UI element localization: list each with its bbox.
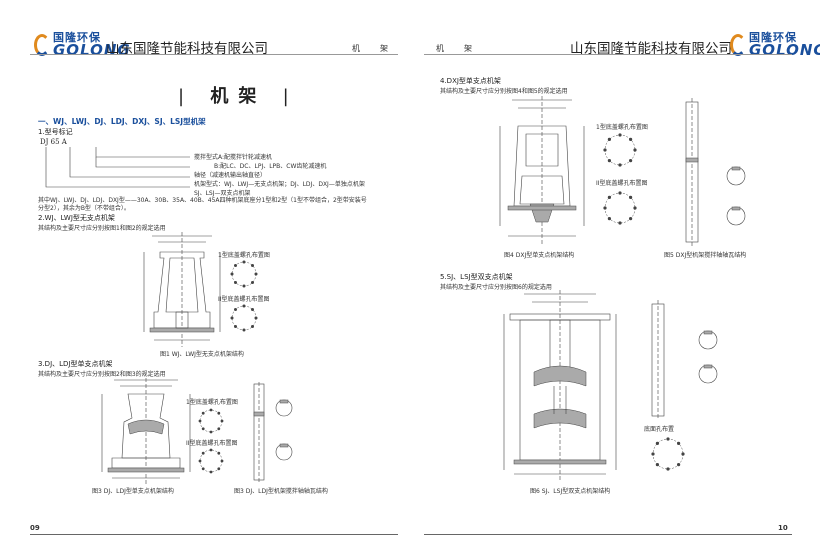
figure-dxj-frame xyxy=(499,96,585,246)
fig6-caption: 图6 SJ、LSJ型双支点机架结构 xyxy=(530,488,611,495)
fig5-caption: 图5 DXJ型机架搅拌轴轴瓦结构 xyxy=(664,252,747,259)
subheading-dxj: 4.DXJ型单支点机架 xyxy=(440,77,501,85)
fig3-caption: 图3 DJ、LDJ型单支点机架结构 xyxy=(92,488,174,495)
figure-wj-frame xyxy=(143,232,221,347)
dxj-note: 其结构及主要尺寸应分别按图4和图5的规定选用 xyxy=(440,88,568,95)
hole-label-wj-1: 1型底盖螺孔布置图 xyxy=(218,252,270,259)
subheading-model: 1.型号标记 xyxy=(38,128,73,136)
bolt-circle-sj xyxy=(651,437,685,471)
figure-dxj-shaft xyxy=(685,98,746,246)
subheading-sj: 5.SJ、LSJ型双支点机架 xyxy=(440,273,513,281)
logo-swoosh-icon xyxy=(730,34,746,56)
section-heading: 一、WJ、LWJ、DJ、LDJ、DXJ、SJ、LSJ型机架 xyxy=(38,117,206,126)
hole-label-sj: 底面孔布置 xyxy=(644,426,675,433)
subheading-dj: 3.DJ、LDJ型单支点机架 xyxy=(38,360,113,368)
subheading-wj: 2.WJ、LWJ型无支点机架 xyxy=(38,214,115,222)
bolt-circle-wj-2 xyxy=(230,304,258,332)
figure-sj-frame xyxy=(503,290,617,482)
legend-item-2: B:配LC、DC、LPJ、LPB、CW齿轮减速机 xyxy=(214,163,327,170)
page-title: | 机架 | xyxy=(178,86,299,107)
hole-label-dxj-1: 1型底盖螺孔布置图 xyxy=(596,124,648,131)
hole-label-dxj-2: II型底盖螺孔布置图 xyxy=(596,180,648,187)
section-header-right: 机 架 xyxy=(436,44,478,53)
figure-sj-shaft xyxy=(651,300,718,420)
page-number-left: 09 xyxy=(30,524,40,532)
hole-label-dj-1: 1型底盖螺孔布置图 xyxy=(186,399,238,406)
logo-en: GOLONG xyxy=(749,41,820,59)
bolt-circle-wj-1 xyxy=(230,260,258,288)
model-code-leaders xyxy=(45,147,190,188)
fig1-caption: 图1 WJ、LWJ型无支点机架结构 xyxy=(160,351,244,358)
model-note: 其中WJ、LWJ、DJ、LDJ、DXJ型——30A、30B、35A、40B、45… xyxy=(38,197,367,212)
figure-dj-shaft xyxy=(253,382,293,482)
logo-cn: 国隆环保 xyxy=(749,31,797,44)
dj-note: 其结构及主要尺寸应分别按图2和图3的规定选用 xyxy=(38,371,166,378)
legend-item-5: SJ、LSJ—双支点机架 xyxy=(194,190,251,197)
legend-item-3: 轴径（减速机输出轴直径） xyxy=(194,172,267,179)
company-name-right: 山东国隆节能科技有限公司 xyxy=(570,41,732,57)
bolt-circle-dj-2 xyxy=(198,448,224,474)
page-title-text: 机架 xyxy=(210,86,267,107)
footer-rule-left xyxy=(30,534,398,535)
bolt-circle-dxj-1 xyxy=(603,133,637,167)
header-rule-left xyxy=(30,54,398,55)
wj-note: 其结构及主要尺寸应分别按图1和图2的规定选用 xyxy=(38,225,166,232)
fig4-caption: 图4 DXJ型单支点机架结构 xyxy=(504,252,575,259)
footer-rule-right xyxy=(424,534,792,535)
model-code: DJ 65 A xyxy=(40,138,67,146)
legend-item-4: 机架型式：WJ、LWJ—无支点机架；DJ、LDJ、DXJ—单独点机架 xyxy=(194,181,365,188)
sj-note: 其结构及主要尺寸应分别按图6的规定选用 xyxy=(440,284,552,291)
company-name-left: 山东国隆节能科技有限公司 xyxy=(106,41,268,57)
bolt-circle-dxj-2 xyxy=(603,191,637,225)
page-number-right: 10 xyxy=(778,524,788,532)
section-header-left: 机 架 xyxy=(352,44,394,53)
header-rule-right xyxy=(424,54,792,55)
figure-dj-frame xyxy=(101,378,191,484)
logo-cn: 国隆环保 xyxy=(53,31,101,44)
legend-item-1: 搅拌型式A:配搅拌针轮减速机 xyxy=(194,154,273,161)
fig3b-caption: 图3 DJ、LDJ型机架搅拌轴轴瓦结构 xyxy=(234,488,328,495)
logo-en: GOLONG xyxy=(53,41,131,59)
hole-label-wj-2: II型底盖螺孔布置图 xyxy=(218,296,270,303)
bolt-circle-dj-1 xyxy=(198,408,224,434)
hole-label-dj-2: II型底盖螺孔布置图 xyxy=(186,440,238,447)
logo-swoosh-icon xyxy=(34,34,50,56)
